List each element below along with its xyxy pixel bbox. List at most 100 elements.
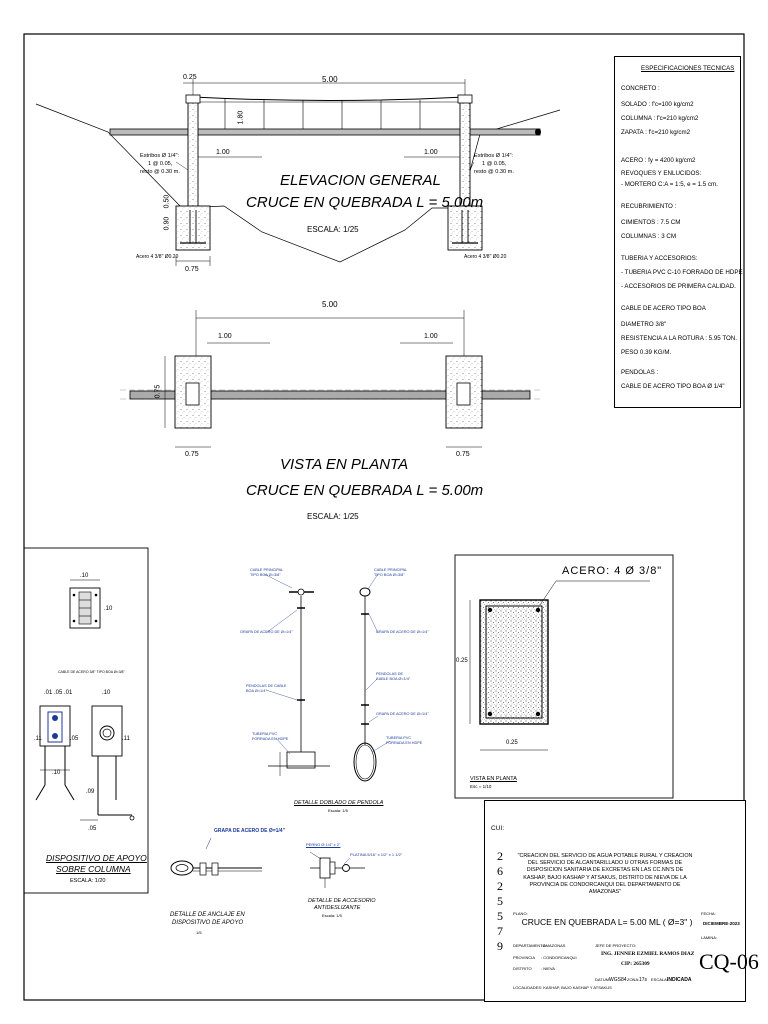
spec-line: RESISTENCIA A LA ROTURA : 5.95 TON. [621,335,737,342]
cui-digits: 2 6 2 5 5 7 9 [497,849,503,954]
elevation-scale: ESCALA: 1/25 [307,225,359,234]
lamina-label: LAMINA: [701,935,718,940]
left-column [187,99,199,209]
spec-line: CABLE DE ACERO TIPO BOA [621,305,706,312]
sheet-code: CQ-06 [699,949,759,974]
elev-dim-total: 5.00 [322,75,338,84]
elev-dim-footing: 0.50 [163,194,171,209]
right-column [459,99,471,209]
elev-dim-height-2: 1.80 [237,110,245,125]
support-title: DISPOSITIVO DE APOYO [46,853,147,863]
support-dim-09: .09 [86,789,95,795]
sheet-border [23,33,745,1001]
fecha-label: FECHA: [701,911,716,916]
zona-value: 17s [639,977,648,983]
pendola-label-left-4: TUBERIA PVC FORRADA EN HDPE [252,732,289,741]
section-rebar-label: ACERO: 4 Ø 3/8" [562,565,663,577]
spec-line: COLUMNA : f'c=210 kg/cm2 [621,115,699,122]
spec-line: CIMIENTOS : 7.5 CM [621,219,681,226]
cui-digit: 5 [497,909,503,923]
spec-line: COLUMNAS : 3 CM [621,233,677,240]
pvc-pipe [109,128,541,136]
support-small-note: CABLE DE ACERO 3/8" TIPO BOA Ø=3/8" [58,670,125,674]
elev-dim-base: 0.75 [185,266,199,273]
plano-label: PLANO: [513,911,528,916]
support-subtitle: SOBRE COLUMNA [56,864,131,874]
support-dim-top: .10 [80,573,89,579]
rebar-left-note: Acero 4 3/8" Ø0.20 [136,254,179,260]
accessory-label-plate: PLATINA 5/16" x 1/2" x 1 1/2" [350,852,403,857]
accessory-title: DETALLE DE ACCESORIO [308,898,376,904]
stirrups-left-1: Estribos Ø 1/4": [140,153,179,159]
spec-line: SOLADO : f'c=100 kg/cm2 [621,101,694,108]
section-dim-h: 0.25 [456,658,468,664]
plan-scale: ESCALA: 1/25 [307,512,359,521]
stirrups-left-note: Estribos Ø 1/4": 1 @ 0.05, resto @ 0.30 … [140,152,180,176]
escala-value: INDICADA [667,977,692,983]
elevation-title: ELEVACION GENERAL [280,172,441,189]
spec-line: ZAPATA : f'c=210 kg/cm2 [621,129,691,136]
local-label: LOCALIDADES [513,985,542,990]
technical-specs-box: ESPECIFICACIONES TECNICAS CONCRETO : SOL… [614,56,743,408]
section-scale: Esc = 1/10 [470,784,492,789]
anchor-detail [170,837,262,876]
anchor-scale: 1/5 [196,930,202,935]
dist-label: DISTRITO [513,966,532,971]
org-name-2: DE CONDORCANQUI [537,823,665,837]
stirrups-right-1: Estribos Ø 1/4": [474,153,513,159]
support-dim-10b: .10 [102,690,111,696]
plan-dim-right: 1.00 [424,333,438,340]
depto-label: DEPARTAMENTO [513,943,546,948]
rebar-right-note: Acero 4 3/8" Ø0.20 [464,254,507,260]
cip-number: CIP: 265309 [621,961,650,967]
pendola-label-right-1: CABLE PRINCIPAL TIPO BOA Ø=3/8" [374,568,408,577]
spec-line: REVOQUES Y ENLUCIDOS: [621,170,702,177]
elevation-subtitle: CRUCE EN QUEBRADA L = 5.00m [246,194,484,211]
stirrups-right-note: Estribos Ø 1/4": 1 @ 0.05, resto @ 0.30 … [474,152,514,176]
spec-line: ACERO : fy = 4200 kg/cm2 [621,157,696,164]
pendola-detail [263,573,391,782]
cui-digit: 5 [497,894,503,908]
plan-subtitle: CRUCE EN QUEBRADA L = 5.00m [246,482,484,499]
cui-label: CUI: [491,825,504,832]
cui-digit: 2 [497,879,503,893]
plan-right-footing [445,355,483,429]
plan-dim-total: 5.00 [322,300,338,309]
pendola-title: DETALLE DOBLADO DE PENDOLA [294,800,384,806]
elev-dim-left: 1.00 [216,149,230,156]
anchor-title: DETALLE DE ANCLAJE EN [170,912,245,918]
prov-label: PROVINCIA [513,955,536,960]
pendola-label-left-3: PENDOLAS DE CABLE BOA Ø=1/4" [246,684,287,693]
title-block: CUI: 2 6 2 5 5 7 9 MUNICIPALIDAD PROVINC… [484,800,759,1002]
plano-value: CRUCE EN QUEBRADA L= 5.00 ML ( Ø=3" ) [521,917,693,927]
stirrups-left-2: 1 @ 0.05, [148,161,173,167]
plan-dim-side: 0.75 [154,384,162,399]
spec-line: CABLE DE ACERO TIPO BOA Ø 1/4" [621,383,725,390]
accessory-scale: Escala: 1/5 [322,913,342,918]
spec-line: - MORTERO C:A = 1:5, e = 1.5 cm. [621,181,718,188]
jefe-label: JEFE DE PROYECTO: [595,943,637,948]
stirrups-left-3: resto @ 0.30 m. [140,169,180,175]
pendola-label-right-5: TUBERIA PVC FORRADA EN HDPE [386,736,423,745]
plan-dim-right-base: 0.75 [456,451,470,458]
support-device-detail [23,547,149,894]
cui-digit: 9 [497,939,503,953]
org-name-1: MUNICIPALIDAD PROVINCIAL [515,807,704,821]
jefe-name: ING. JENNER EZMIEL RAMOS DIAZ [601,951,695,957]
pendola-label-right-3: PENDOLAS DE CABLE BOA Ø=1/4" [376,672,411,681]
anchor-label: GRAPA DE ACERO DE Ø=1/4" [214,828,285,834]
specs-header: ESPECIFICACIONES TECNICAS [641,65,735,72]
accessory-subtitle: ANTIDESLIZANTE [314,905,361,911]
section-title: VISTA EN PLANTA [470,776,517,782]
spec-line: TUBERIA Y ACCESORIOS: [621,255,698,262]
pendola-scale: Escala: 1/5 [328,808,348,813]
spec-line: DIAMETRO 3/8" [621,321,667,328]
spec-line: PESO 0.39 KG/M. [621,349,672,356]
spec-line: - TUBERIA PVC C-10 FORRADO DE HDPE [621,269,743,276]
zona-label: ZONA: [627,977,640,982]
spec-line: - ACCESORIOS DE PRIMERA CALIDAD. [621,283,736,290]
spec-line: PENDOLAS : [621,369,659,376]
dist-value: : NIEVA [541,966,555,971]
project-name: "CREACION DEL SERVICIO DE AGUA POTABLE R… [517,853,693,896]
